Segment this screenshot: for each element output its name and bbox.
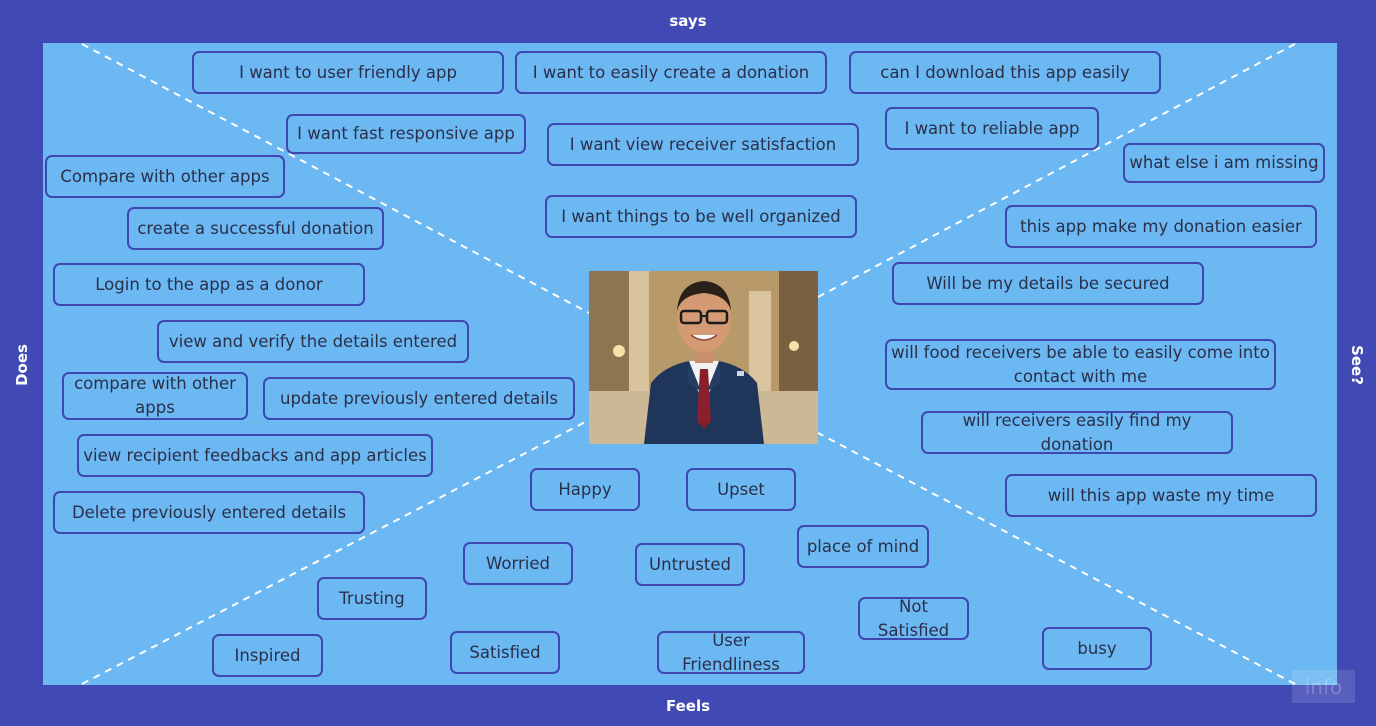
- see-note[interactable]: this app make my donation easier: [1005, 205, 1317, 248]
- does-note[interactable]: Compare with other apps: [45, 155, 285, 198]
- feels-note[interactable]: Inspired: [212, 634, 323, 677]
- says-title: says: [669, 12, 707, 30]
- says-note[interactable]: I want view receiver satisfaction: [547, 123, 859, 166]
- feels-note[interactable]: Upset: [686, 468, 796, 511]
- says-note[interactable]: can I download this app easily: [849, 51, 1161, 94]
- divider-top-left: [81, 43, 590, 314]
- does-note[interactable]: Login to the app as a donor: [53, 263, 365, 306]
- does-note[interactable]: compare with other apps: [62, 372, 248, 420]
- see-note[interactable]: what else i am missing: [1123, 143, 1325, 183]
- feels-note[interactable]: Untrusted: [635, 543, 745, 586]
- feels-note[interactable]: place of mind: [797, 525, 929, 568]
- info-watermark: info: [1292, 670, 1355, 703]
- says-note[interactable]: I want to reliable app: [885, 107, 1099, 150]
- says-note[interactable]: I want to easily create a donation: [515, 51, 827, 94]
- see-note[interactable]: will food receivers be able to easily co…: [885, 339, 1276, 390]
- feels-note[interactable]: Not Satisfied: [858, 597, 969, 640]
- does-note[interactable]: view and verify the details entered: [157, 320, 469, 363]
- says-note[interactable]: I want fast responsive app: [286, 114, 526, 154]
- feels-note[interactable]: User Friendliness: [657, 631, 805, 674]
- says-note[interactable]: I want things to be well organized: [545, 195, 857, 238]
- see-note[interactable]: will this app waste my time: [1005, 474, 1317, 517]
- feels-title: Feels: [665, 697, 711, 715]
- feels-note[interactable]: busy: [1042, 627, 1152, 670]
- persona-photo: [589, 271, 818, 444]
- see-note[interactable]: Will be my details be secured: [892, 262, 1204, 305]
- see-title: See?: [1348, 345, 1366, 385]
- does-title: Does: [13, 344, 31, 386]
- feels-note[interactable]: Trusting: [317, 577, 427, 620]
- does-note[interactable]: update previously entered details: [263, 377, 575, 420]
- feels-note[interactable]: Satisfied: [450, 631, 560, 674]
- does-note[interactable]: create a successful donation: [127, 207, 384, 250]
- says-note[interactable]: I want to user friendly app: [192, 51, 504, 94]
- feels-note[interactable]: Worried: [463, 542, 573, 585]
- does-note[interactable]: view recipient feedbacks and app article…: [77, 434, 433, 477]
- feels-note[interactable]: Happy: [530, 468, 640, 511]
- does-note[interactable]: Delete previously entered details: [53, 491, 365, 534]
- see-note[interactable]: will receivers easily find my donation: [921, 411, 1233, 454]
- divider-bottom-left: [81, 419, 590, 685]
